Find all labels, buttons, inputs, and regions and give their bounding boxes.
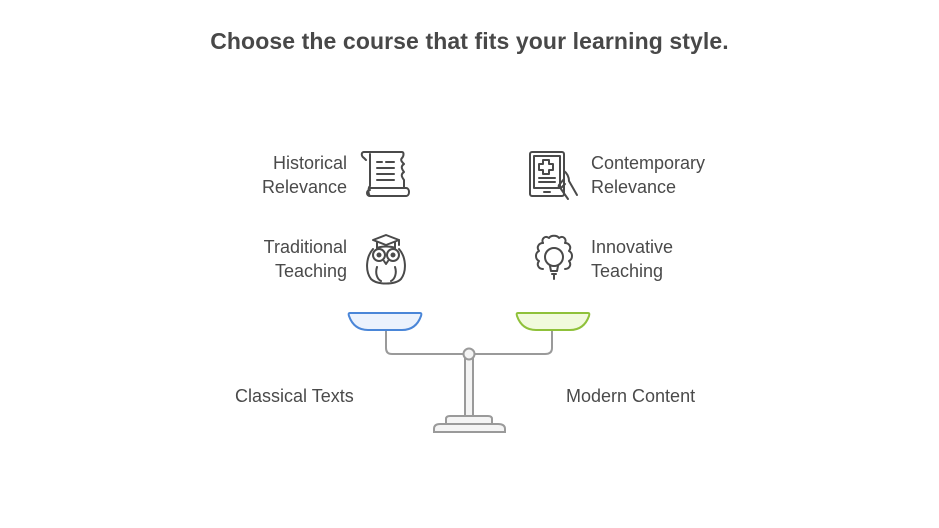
feature-label-line1: Traditional: [263, 237, 347, 257]
gear-lightbulb-icon: [527, 233, 581, 290]
tablet-hand-icon: [527, 149, 581, 208]
option-classical-texts: Classical Texts: [235, 386, 354, 406]
page-title: Choose the course that fits your learnin…: [210, 28, 729, 54]
option-modern-content: Modern Content: [566, 386, 696, 406]
right-pan: [515, 312, 591, 331]
left-pan: [347, 312, 423, 331]
feature-label-line1: Historical: [272, 153, 347, 173]
feature-label-line2: Teaching: [591, 261, 664, 281]
feature-label-line2: Teaching: [274, 261, 347, 281]
feature-traditional-teaching: Traditional Teaching: [264, 235, 347, 283]
feature-label-line2: Relevance: [261, 177, 347, 197]
feature-label-line2: Relevance: [591, 177, 677, 197]
feature-label-line1: Innovative: [591, 237, 674, 257]
feature-contemporary-relevance: Contemporary Relevance: [591, 151, 705, 199]
scroll-icon: [358, 148, 412, 207]
owl-graduate-icon: [361, 233, 411, 290]
feature-historical-relevance: Historical Relevance: [262, 151, 347, 199]
feature-innovative-teaching: Innovative Teaching: [591, 235, 673, 283]
feature-label-line1: Contemporary: [591, 153, 706, 173]
